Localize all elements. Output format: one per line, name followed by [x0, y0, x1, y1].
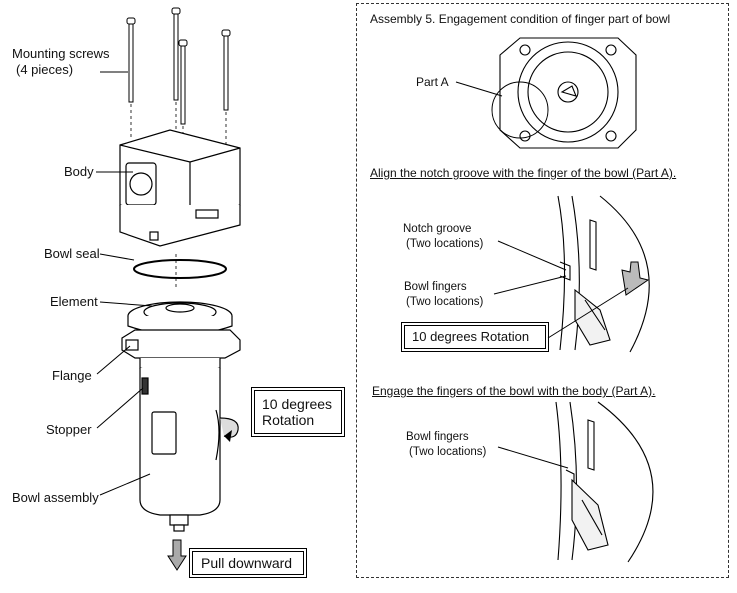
label-bowl-assembly: Bowl assembly — [12, 490, 99, 505]
pull-downward-text: Pull downward — [201, 555, 293, 571]
rotation-callout-line1: 10 degrees — [262, 396, 333, 412]
label-part-a: Part A — [416, 75, 449, 89]
rotation-callout-panel-text: 10 degrees Rotation — [412, 329, 530, 344]
bowl-top-view — [491, 37, 637, 149]
label-bowl-seal: Bowl seal — [44, 246, 100, 261]
label-mounting-screws: Mounting screws — [12, 46, 110, 61]
rotation-callout-panel: 10 degrees Rotation — [401, 322, 549, 352]
step1-heading: Align the notch groove with the finger o… — [370, 166, 677, 180]
label-bowl-fingers-1-count: (Two locations) — [406, 296, 484, 308]
label-element: Element — [50, 294, 98, 309]
bowl-seal-ring — [133, 259, 227, 279]
engagement-panel — [356, 3, 729, 578]
rotation-callout-line2: Rotation — [262, 412, 315, 428]
pull-down-arrow-icon — [167, 539, 187, 571]
label-stopper: Stopper — [46, 422, 92, 437]
label-bowl-fingers-2-count: (Two locations) — [409, 446, 487, 458]
label-bowl-fingers-2: Bowl fingers — [406, 431, 469, 443]
mounting-screws — [126, 7, 231, 125]
label-notch-groove: Notch groove — [403, 223, 472, 235]
element-and-flange — [121, 301, 241, 375]
engage-detail-view — [555, 401, 654, 563]
label-bowl-fingers-1: Bowl fingers — [404, 281, 467, 293]
label-notch-groove-count: (Two locations) — [406, 238, 484, 250]
label-body: Body — [64, 164, 94, 179]
rotation-callout: 10 degrees Rotation — [251, 387, 345, 437]
label-flange: Flange — [52, 368, 92, 383]
pull-downward-callout: Pull downward — [189, 548, 307, 578]
bowl-assembly-part — [139, 368, 221, 532]
step2-heading: Engage the fingers of the bowl with the … — [372, 384, 656, 398]
body-part — [119, 129, 241, 290]
label-mounting-screws-count: (4 pieces) — [16, 62, 74, 77]
panel-title: Assembly 5. Engagement condition of fing… — [370, 12, 671, 26]
